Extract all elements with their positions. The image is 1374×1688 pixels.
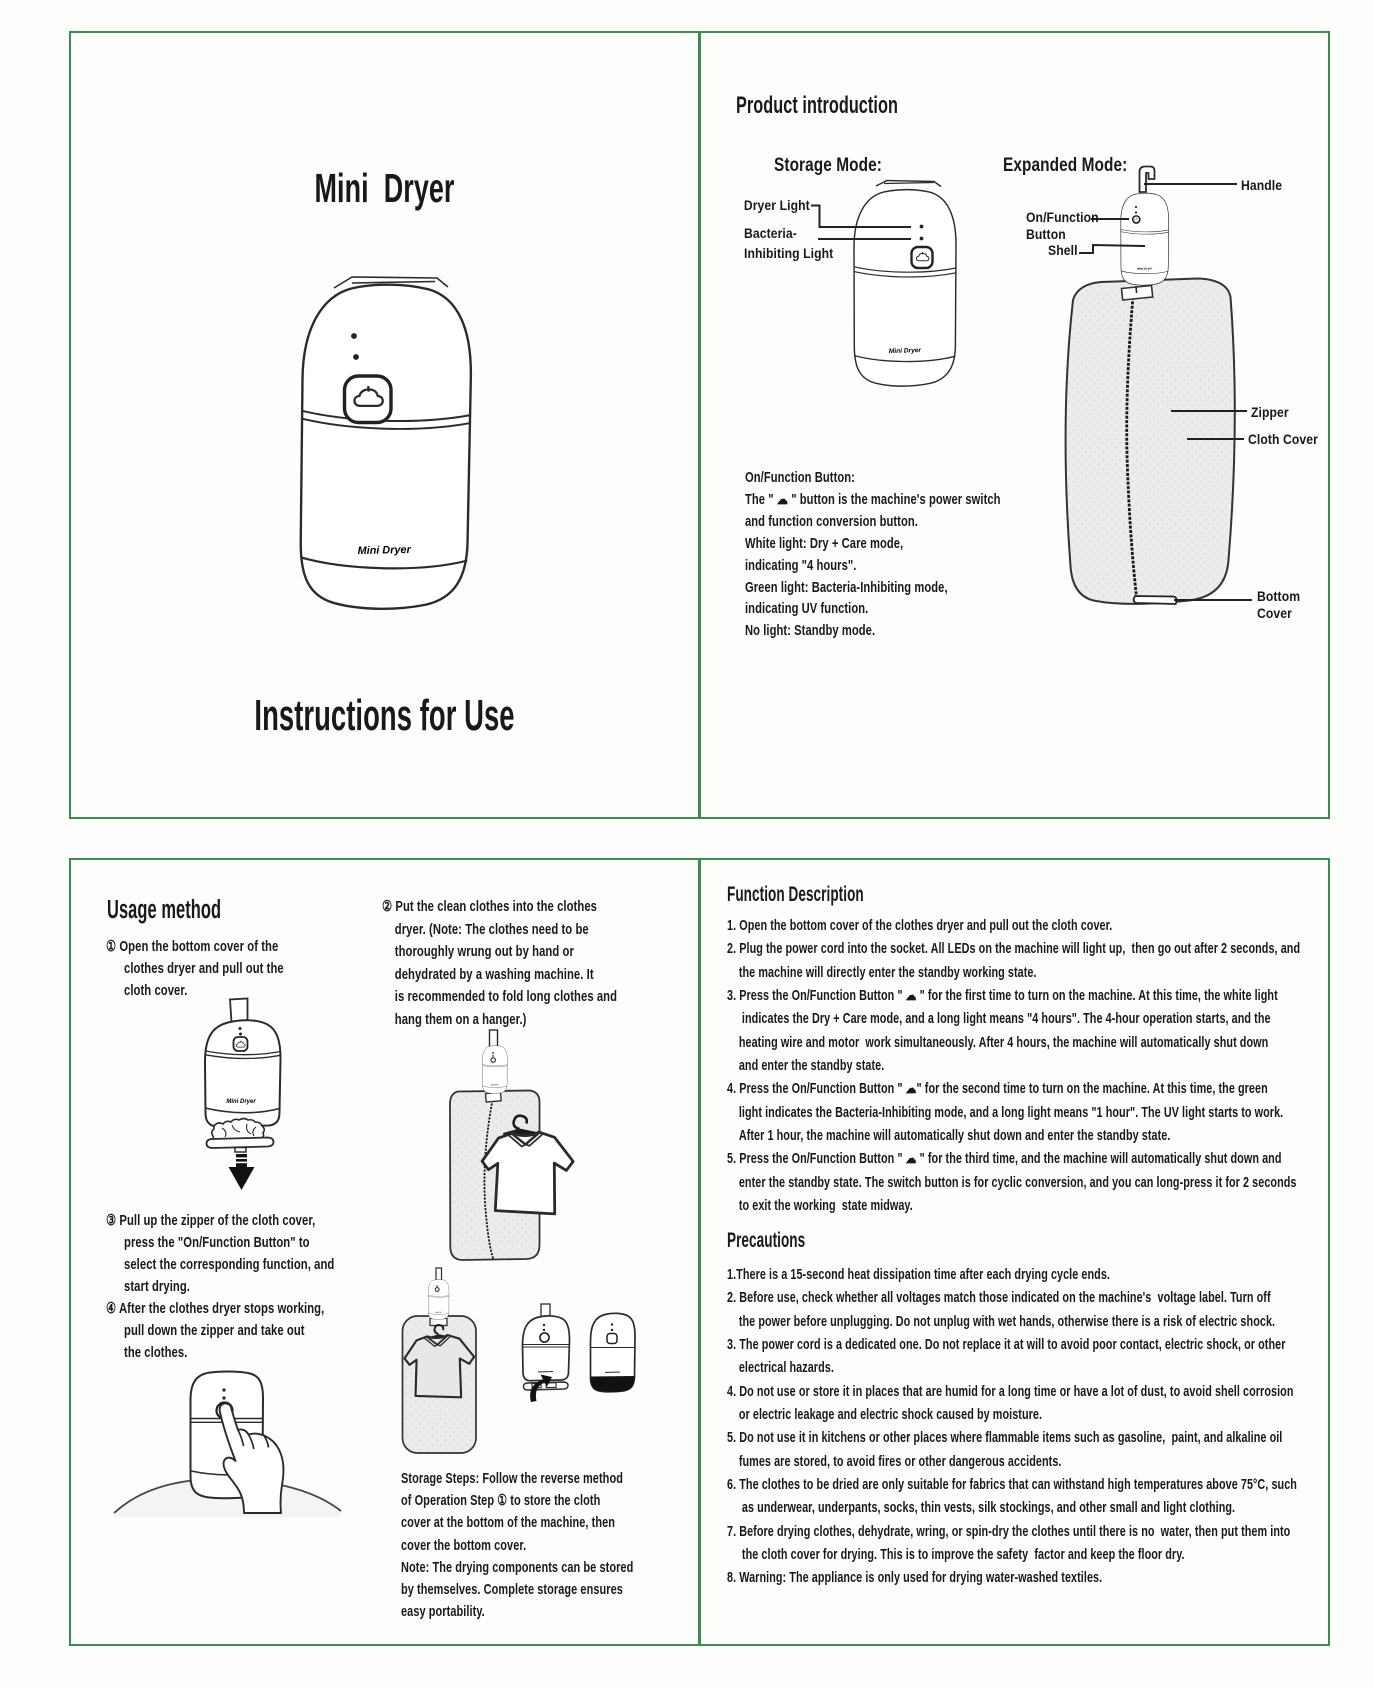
precaution-item: 4. Do not use or store it in places that…: [727, 1383, 1294, 1424]
expanded-mode-title: Expanded Mode:: [1003, 154, 1128, 176]
svg-text:Mini Dryer: Mini Dryer: [226, 1099, 256, 1105]
precaution-item: 8. Warning: The appliance is only used f…: [727, 1570, 1103, 1587]
usage-step-3: ③ Pull up the zipper of the cloth cover,…: [106, 1212, 335, 1295]
page-subtitle: Instructions for Use: [254, 691, 515, 740]
shell-label: Shell: [1048, 242, 1078, 258]
expanded-mode-figure: [1064, 165, 1252, 605]
product-title: Mini Dryer: [314, 165, 455, 211]
usage-step-4: ④ After the clothes dryer stops working,…: [106, 1300, 325, 1361]
usage-step-1: ① Open the bottom cover of the clothes d…: [106, 938, 284, 999]
bottom-panel-divider: [698, 858, 701, 1646]
intro-heading: Product introduction: [736, 92, 898, 119]
storage-steps-text: Storage Steps: Follow the reverse method…: [401, 1470, 634, 1621]
zipper-label: Zipper: [1251, 404, 1289, 420]
usage-heading: Usage method: [107, 896, 222, 924]
storage-mode-figure: [811, 179, 957, 387]
precaution-item: 3. The power cord is a dedicated one. Do…: [727, 1337, 1286, 1377]
usage-step4-figure: [113, 1370, 342, 1517]
cover-dryer-figure: Mini Dryer: [298, 276, 474, 612]
precaution-item: 5. Do not use it in kitchens or other pl…: [727, 1430, 1283, 1470]
function-item: 4. Press the On/Function Button " ☁" for…: [727, 1081, 1284, 1145]
usage-step1-figure: Mini Dryer: [203, 997, 282, 1190]
cloth-cover-label: Cloth Cover: [1248, 431, 1318, 447]
function-desc-heading: Function Description: [727, 883, 864, 906]
function-item: 5. Press the On/Function Button " ☁ " fo…: [727, 1151, 1297, 1215]
bottom-cover-label: Bottom Cover: [1257, 588, 1301, 621]
on-function-label: On/Function Button: [1026, 209, 1099, 242]
button-description: On/Function Button: The " ☁ " button is …: [745, 470, 1001, 640]
usage-step-2: ② Put the clean clothes into the clothes…: [382, 898, 618, 1028]
usage-step2-figure: [449, 1029, 576, 1261]
storage-mode-title: Storage Mode:: [774, 154, 883, 176]
precaution-item: 1.There is a 15-second heat dissipation …: [727, 1267, 1110, 1283]
precaution-item: 7. Before drying clothes, dehydrate, wri…: [727, 1523, 1291, 1564]
handle-label: Handle: [1241, 177, 1283, 193]
function-item: 2. Plug the power cord into the socket. …: [727, 941, 1301, 981]
precaution-item: 6. The clothes to be dried are only suit…: [727, 1477, 1297, 1517]
function-item: 1. Open the bottom cover of the clothes …: [727, 918, 1113, 934]
precautions-heading: Precautions: [727, 1229, 806, 1252]
dryer-light-label: Dryer Light: [744, 197, 810, 213]
precaution-item: 2. Before use, check whether all voltage…: [727, 1290, 1276, 1330]
top-panel-divider: [698, 31, 701, 819]
function-item: 3. Press the On/Function Button " ☁ " fo…: [727, 988, 1278, 1075]
bacteria-light-label: Bacteria- Inhibiting Light: [744, 225, 834, 261]
precautions-list: 1.There is a 15-second heat dissipation …: [727, 1264, 1319, 1591]
function-desc-list: 1. Open the bottom cover of the clothes …: [727, 915, 1319, 1218]
storage-steps-figure: [401, 1267, 636, 1454]
